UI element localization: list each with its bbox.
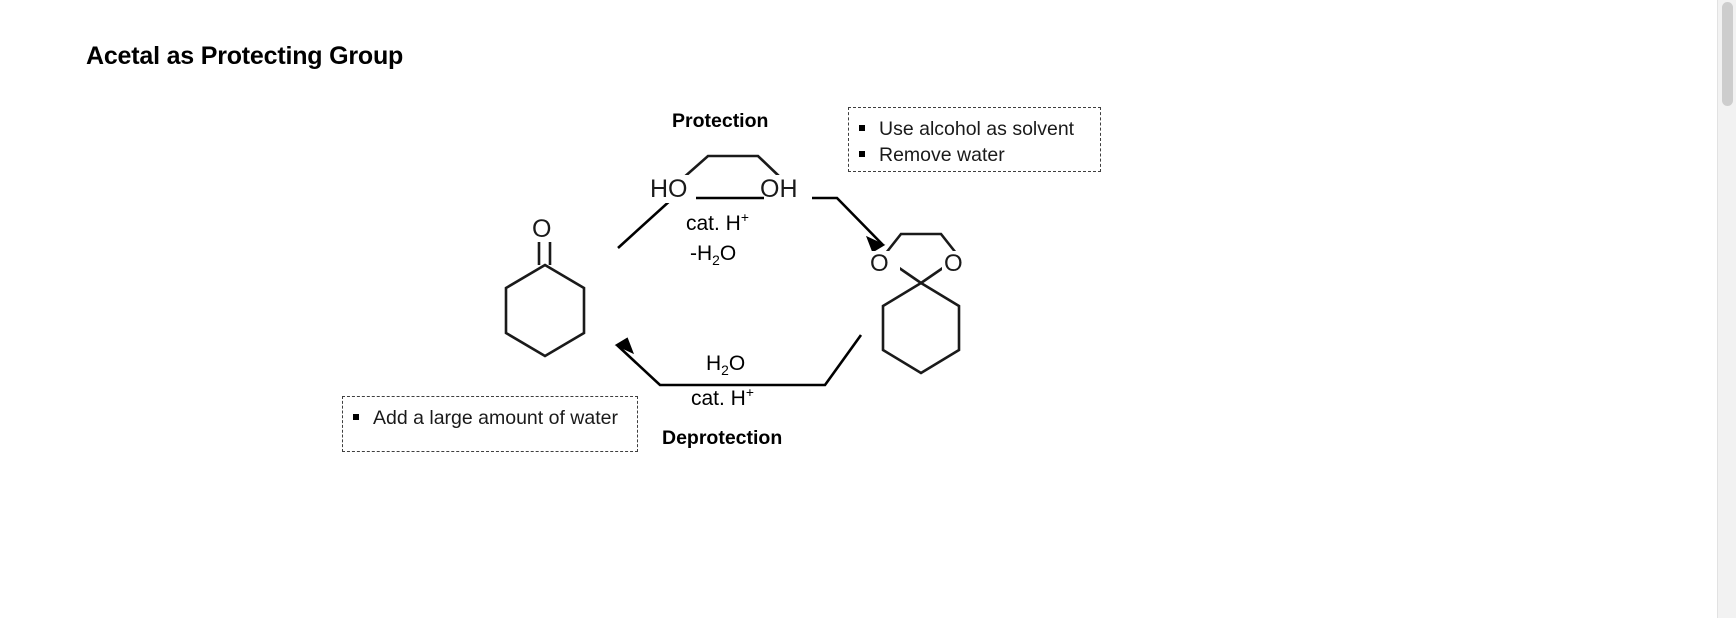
reverse-catalyst-text: cat. H+ — [691, 384, 754, 411]
cyclohexane-ring — [504, 263, 586, 358]
structure-cyclohexanone: O — [487, 215, 607, 363]
forward-arrowhead — [865, 235, 886, 253]
deprotection-notes-box: Add a large amount of water — [342, 396, 638, 452]
reverse-arrow — [614, 334, 863, 387]
reverse-reagent-prefix: H — [706, 352, 722, 375]
reverse-catalyst-charge: + — [745, 384, 754, 400]
acetal-cyclohexane-ring — [881, 281, 961, 375]
reverse-catalyst-label: cat. H — [691, 387, 746, 410]
forward-arrow — [617, 196, 886, 253]
reverse-arrowhead — [614, 337, 635, 355]
acetal-oxygen-right-label: O — [944, 250, 963, 277]
deprotection-note-text: Add a large amount of water — [373, 407, 618, 429]
protection-notes-box: Use alcohol as solvent Remove water — [848, 107, 1101, 172]
forward-catalyst-label: cat. H — [686, 212, 741, 235]
protection-note-text: Use alcohol as solvent — [879, 118, 1075, 140]
forward-catalyst-text: cat. H+ — [686, 209, 749, 236]
glycol-chain — [681, 154, 783, 180]
acetal-oxygen-left-label: O — [870, 250, 889, 277]
scrollbar-thumb[interactable] — [1722, 2, 1733, 106]
square-bullet-icon — [859, 151, 865, 158]
glycol-oxygen-right-label: OH — [760, 175, 798, 203]
reverse-reagent-suffix: O — [728, 352, 746, 375]
reaction-cycle-arrows — [600, 195, 900, 425]
protection-notes-list: Use alcohol as solvent Remove water — [859, 116, 1086, 169]
forward-byproduct-sub: 2 — [712, 252, 720, 269]
carbonyl-oxygen-label: O — [532, 215, 551, 243]
page-title: Acetal as Protecting Group — [86, 42, 404, 70]
deprotection-notes-list: Add a large amount of water — [353, 405, 623, 431]
square-bullet-icon — [353, 414, 359, 420]
vertical-scrollbar[interactable] — [1717, 0, 1736, 618]
deprotection-label: Deprotection — [662, 427, 783, 449]
list-item: Remove water — [859, 142, 1086, 168]
forward-catalyst-charge: + — [740, 209, 749, 225]
protection-note-text: Remove water — [879, 144, 1005, 167]
forward-byproduct-prefix: -H — [690, 242, 713, 265]
list-item: Add a large amount of water — [353, 405, 623, 431]
list-item: Use alcohol as solvent — [859, 116, 1086, 142]
structure-acetal-product: O O — [856, 225, 986, 375]
protection-label: Protection — [672, 110, 769, 132]
forward-byproduct-suffix: O — [719, 242, 737, 265]
forward-byproduct-text: -H2O — [690, 242, 737, 269]
square-bullet-icon — [859, 125, 865, 131]
glycol-oxygen-left-label: HO — [650, 175, 688, 203]
structure-ethylene-glycol: HO OH — [648, 145, 812, 205]
acetal-dioxolane-backbone — [884, 232, 958, 254]
reverse-reagent-sub: 2 — [721, 362, 729, 379]
reverse-reagent-text: H2O — [706, 352, 746, 379]
